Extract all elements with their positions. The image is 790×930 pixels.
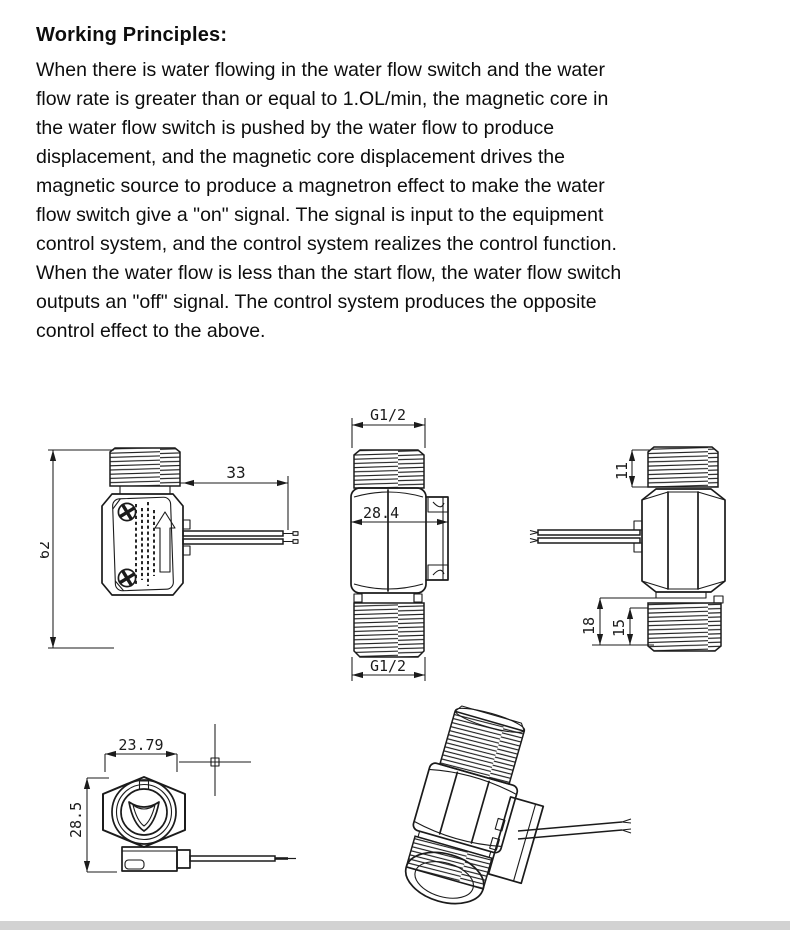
dim-top-thread: G1/2 xyxy=(351,406,426,448)
cable-wires xyxy=(182,530,299,545)
drawing-back-side-view: 11 18 15 xyxy=(529,446,726,652)
flow-direction-arrow xyxy=(154,511,176,573)
impeller xyxy=(128,801,160,832)
cable-wires xyxy=(529,520,643,553)
working-principles-section: Working Principles: When there is water … xyxy=(36,24,766,346)
dim-label-top-thread-length: 11 xyxy=(613,462,631,480)
drawing-front-view: G1/2 28.4 xyxy=(350,406,449,681)
dim-bottom-thread-length: 15 xyxy=(610,607,648,645)
screw-top xyxy=(117,502,137,522)
dim-label-top-thread: G1/2 xyxy=(370,406,406,424)
label-text-lines xyxy=(135,502,155,586)
cable-wire xyxy=(189,855,296,862)
dim-cable-length: 33 xyxy=(180,463,289,530)
sensor-bracket xyxy=(425,496,449,581)
top-neck xyxy=(119,486,171,495)
connector-housing xyxy=(121,846,191,872)
dim-body-width: 28.4 xyxy=(351,504,448,526)
sensor-bracket-3d xyxy=(487,796,545,885)
dim-label-bottom-section-length: 18 xyxy=(580,617,598,635)
dim-width-across-flats: 23.79 xyxy=(104,736,178,772)
dim-label-overall-height: 62 xyxy=(40,541,53,559)
pipe-end-face xyxy=(404,851,485,905)
section-divider-bar xyxy=(0,921,790,930)
screw-bottom xyxy=(117,568,137,588)
section-title: Working Principles: xyxy=(36,24,228,46)
label-plate xyxy=(112,496,174,592)
section-body: When there is water flowing in the water… xyxy=(36,59,622,342)
dim-overall-height: 62 xyxy=(40,449,114,649)
hex-nut-face xyxy=(102,776,186,848)
dim-label-bottom-thread: G1/2 xyxy=(370,657,406,675)
bottom-threads xyxy=(647,602,722,652)
cable-clamp xyxy=(182,519,191,556)
bottom-threads xyxy=(353,602,425,658)
sensor-body xyxy=(101,493,184,596)
hex-body xyxy=(412,762,519,854)
dim-top-thread-length: 11 xyxy=(613,449,650,488)
dim-bottom-section-length: 18 xyxy=(580,597,656,646)
drawing-isometric-view xyxy=(404,705,632,905)
top-threads xyxy=(438,710,526,785)
cable-wires-3d xyxy=(517,818,632,840)
device-body-3d xyxy=(404,705,545,905)
top-threads xyxy=(353,449,425,489)
hex-body xyxy=(641,488,726,593)
dim-label-height: 28.5 xyxy=(67,802,85,838)
dim-label-cable-length: 33 xyxy=(226,463,245,482)
bottom-neck xyxy=(655,592,707,599)
drawing-end-view: 23.79 28.5 xyxy=(67,724,296,873)
dim-label-width: 23.79 xyxy=(118,736,163,754)
dim-bottom-thread: G1/2 xyxy=(351,657,426,681)
thread-tab xyxy=(713,595,724,604)
center-mark-crosshair xyxy=(179,724,251,796)
bottom-neck xyxy=(353,592,423,604)
top-threads xyxy=(647,446,719,488)
drawing-side-view: 62 xyxy=(40,447,299,649)
dim-label-body-width: 28.4 xyxy=(363,504,399,522)
dim-label-bottom-thread-length: 15 xyxy=(610,619,628,637)
dim-height: 28.5 xyxy=(67,777,117,873)
top-threads xyxy=(109,447,181,487)
